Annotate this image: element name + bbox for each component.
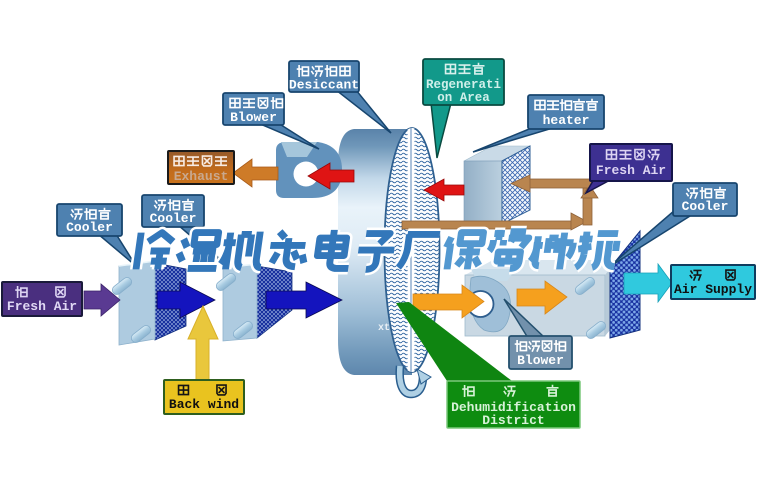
svg-text:Regenerati: Regenerati <box>426 78 501 92</box>
svg-text:heater: heater <box>543 113 590 128</box>
svg-text:Fresh Air: Fresh Air <box>596 163 666 178</box>
svg-text:on Area: on Area <box>437 91 490 105</box>
svg-text:Exhaust: Exhaust <box>174 169 229 184</box>
svg-text:Cooler: Cooler <box>66 220 113 235</box>
svg-text:District: District <box>482 413 544 428</box>
svg-text:xt: xt <box>378 323 390 334</box>
svg-text:Desiccant: Desiccant <box>289 78 359 93</box>
svg-text:Blower: Blower <box>230 110 277 125</box>
svg-text:Back wind: Back wind <box>169 397 239 412</box>
svg-text:Cooler: Cooler <box>682 199 729 214</box>
svg-text:Air Supply: Air Supply <box>674 282 752 297</box>
svg-text:Dehumidification: Dehumidification <box>451 400 576 415</box>
svg-text:Fresh Air: Fresh Air <box>7 299 77 314</box>
svg-text:Blower: Blower <box>517 353 564 368</box>
svg-text:Cooler: Cooler <box>150 211 197 226</box>
